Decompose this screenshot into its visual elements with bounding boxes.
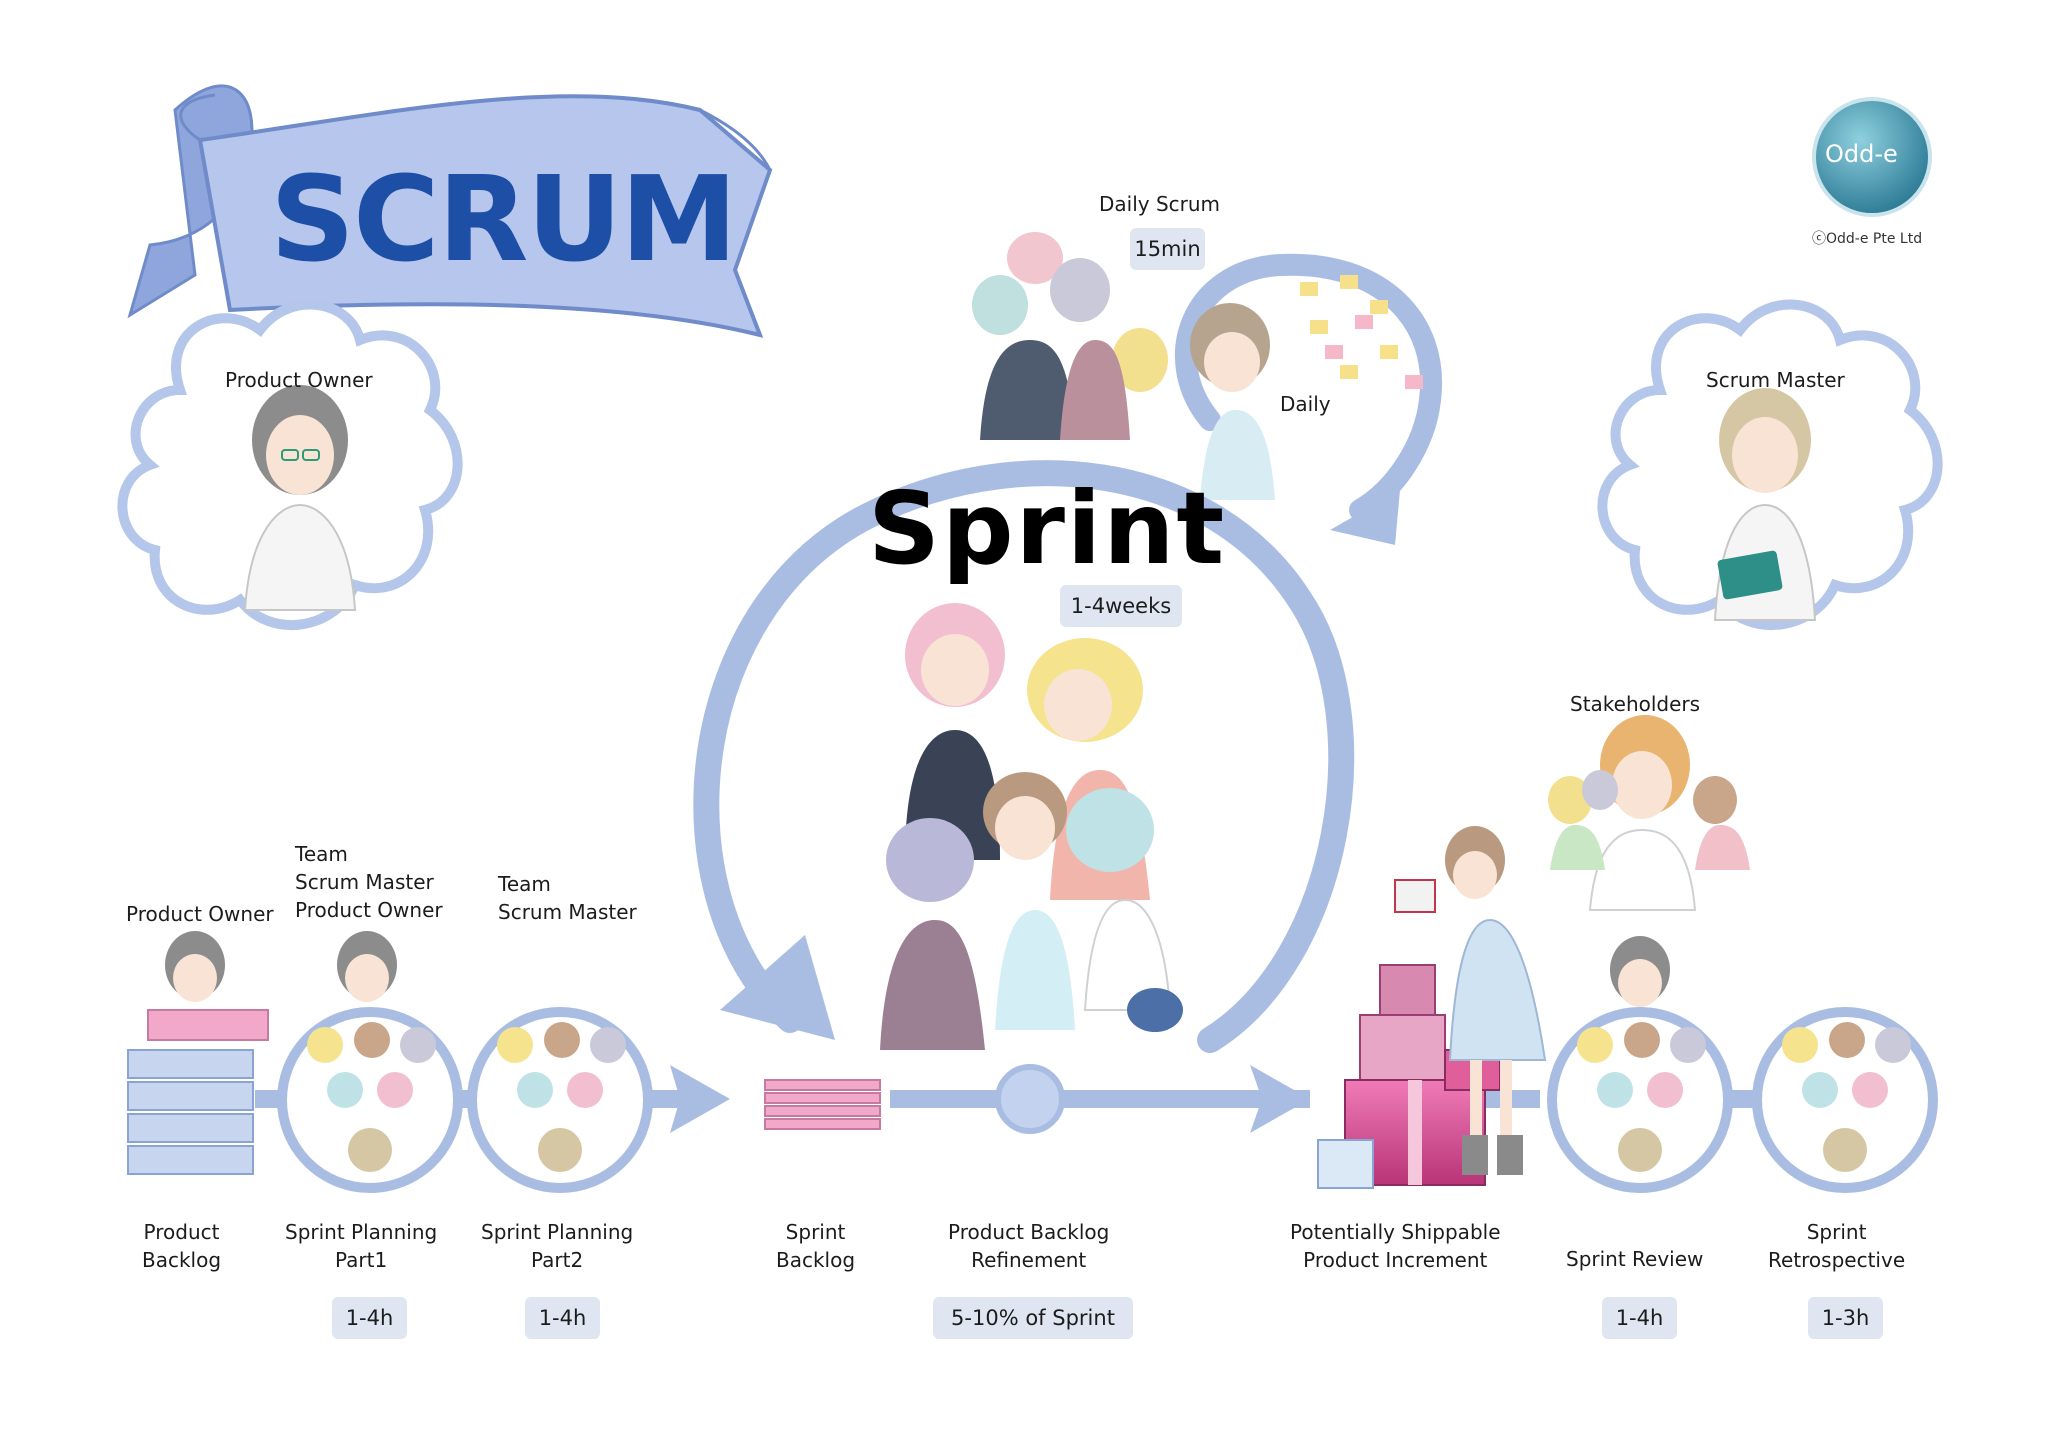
refinement-label-line2: Refinement [971,1248,1087,1272]
planning2-actors: Team Scrum Master [498,870,637,926]
sprint-backlog-label-line1: Sprint [785,1220,846,1244]
product-backlog-stack [127,931,269,1175]
scrum-master-cloud [1597,299,1943,630]
scrum-ribbon [127,84,773,338]
backlog-actor-label: Product Owner [126,902,274,926]
logo-credit-text: Odd-e Pte Ltd [1826,231,1923,247]
stakeholders-group [1548,715,1750,911]
increment-label-line1: Potentially Shippable [1290,1220,1501,1244]
sprint-backlog-label-line2: Backlog [776,1248,856,1272]
sprint-loop [693,460,1355,1053]
planning1-duration: 1-4h [332,1297,407,1339]
planning-part1-circle [277,931,463,1193]
product-owner-role-label: Product Owner [225,368,373,392]
planning1-label: Sprint Planning Part1 [285,1218,437,1274]
planning2-label-line2: Part2 [530,1248,584,1272]
planning1-actor-scrum-master: Scrum Master [295,870,434,894]
refinement-label-line1: Product Backlog [948,1220,1110,1244]
product-backlog-label: Product Backlog [142,1218,221,1274]
planning-part2-circle [467,1007,653,1193]
odd-e-logo [1812,97,1932,217]
retrospective-circle [1752,1007,1938,1193]
retrospective-label-line2: Retrospective [1768,1248,1906,1272]
planning1-label-line1: Sprint Planning [285,1220,438,1244]
planning2-duration: 1-4h [525,1297,600,1339]
refinement-label: Product Backlog Refinement [948,1218,1109,1274]
review-label: Sprint Review [1566,1247,1704,1271]
increment-label-line2: Product Increment [1303,1248,1488,1272]
daily-scrum-title: Daily Scrum [1099,192,1221,216]
sprint-backlog-label: Sprint Backlog [776,1218,855,1274]
process-flow-arrows [255,1064,1760,1134]
sprint-title: Sprint [868,470,1227,587]
refinement-duration: 5-10% of Sprint [933,1297,1133,1339]
planning1-actor-product-owner: Product Owner [295,898,443,922]
scrum-master-role-label: Scrum Master [1706,368,1845,392]
planning2-label-line1: Sprint Planning [481,1220,634,1244]
planning1-label-line2: Part1 [334,1248,388,1272]
sprint-backlog-stack [764,1079,881,1130]
sprint-duration: 1-4weeks [1060,585,1182,627]
product-backlog-label-line1: Product [143,1220,220,1244]
review-circle [1547,936,1733,1193]
retrospective-label: Sprint Retrospective [1768,1218,1905,1274]
retrospective-label-line1: Sprint [1806,1220,1867,1244]
daily-scrum-duration: 15min [1130,228,1205,270]
planning1-actor-team: Team [295,842,348,866]
increment-label: Potentially Shippable Product Increment [1290,1218,1501,1274]
daily-label: Daily [1280,392,1331,416]
planning2-actor-team: Team [498,872,551,896]
review-duration: 1-4h [1602,1297,1677,1339]
product-owner-cloud [117,299,463,630]
logo-credit: ⓒOdd-e Pte Ltd [1812,225,1922,253]
daily-scrum-loop [972,232,1443,545]
planning2-label: Sprint Planning Part2 [481,1218,633,1274]
increment-gifts [1317,826,1547,1189]
banner-title: SCRUM [270,150,738,288]
retrospective-duration: 1-3h [1808,1297,1883,1339]
planning2-actor-scrum-master: Scrum Master [498,900,637,924]
product-backlog-label-line2: Backlog [142,1248,222,1272]
planning1-actors: Team Scrum Master Product Owner [295,840,443,924]
logo-name: Odd-e [1825,140,1898,168]
stakeholders-label: Stakeholders [1570,692,1701,716]
copyright-icon: ⓒ [1812,231,1826,247]
